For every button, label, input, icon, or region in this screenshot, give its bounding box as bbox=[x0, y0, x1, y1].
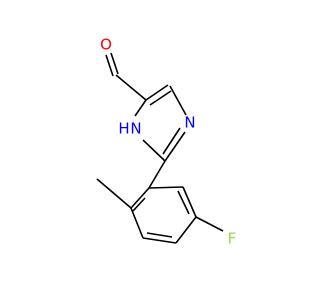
bond-aryl-c6-c1 bbox=[148, 186, 184, 189]
bond-cho-c4 bbox=[115, 74, 147, 101]
bond-aryl-c3-c4 bbox=[142, 237, 177, 244]
imidazole-ring bbox=[134, 84, 187, 162]
bond-aryl-c2-c3 bbox=[130, 207, 144, 239]
fluorine-label: F bbox=[228, 230, 237, 248]
bond-co-double-2 bbox=[110, 52, 119, 75]
imine-nitrogen-label: N bbox=[184, 114, 195, 132]
bond-aryl-c5-c6 bbox=[182, 186, 197, 218]
bond-aryl-c1-c2 bbox=[130, 187, 150, 209]
bond-aryl-c3-c4-inner bbox=[146, 232, 173, 238]
bond-aryl-c4-c5 bbox=[175, 216, 197, 244]
bond-n1-c4 bbox=[134, 99, 147, 117]
nh-hydrogen-label: H bbox=[118, 120, 129, 138]
benzene-ring bbox=[130, 186, 197, 244]
bond-c2-n1 bbox=[142, 139, 166, 162]
bond-methyl bbox=[96, 178, 132, 209]
bond-aryl-c5-c6-inner bbox=[177, 190, 190, 215]
aldehyde-group bbox=[105, 52, 147, 101]
nh-nitrogen-label: N bbox=[130, 120, 141, 138]
bond-c5-n3 bbox=[169, 85, 187, 116]
bond-n3-c2-double-outer bbox=[164, 131, 186, 162]
bond-c4-c5-double-inner bbox=[149, 90, 172, 106]
bond-co-double-1 bbox=[105, 54, 114, 77]
bond-n3-c2-double-inner bbox=[162, 127, 181, 155]
bond-c2-aryl bbox=[148, 160, 166, 189]
bond-c-f bbox=[195, 216, 224, 232]
bond-c4-c5-double-outer bbox=[145, 84, 169, 101]
molecule-drawing: O N H N F bbox=[96, 36, 237, 248]
oxygen-label: O bbox=[100, 36, 112, 54]
bond-aryl-c1-c2-inner bbox=[132, 197, 146, 212]
structure-canvas: O N H N F bbox=[96, 35, 237, 248]
